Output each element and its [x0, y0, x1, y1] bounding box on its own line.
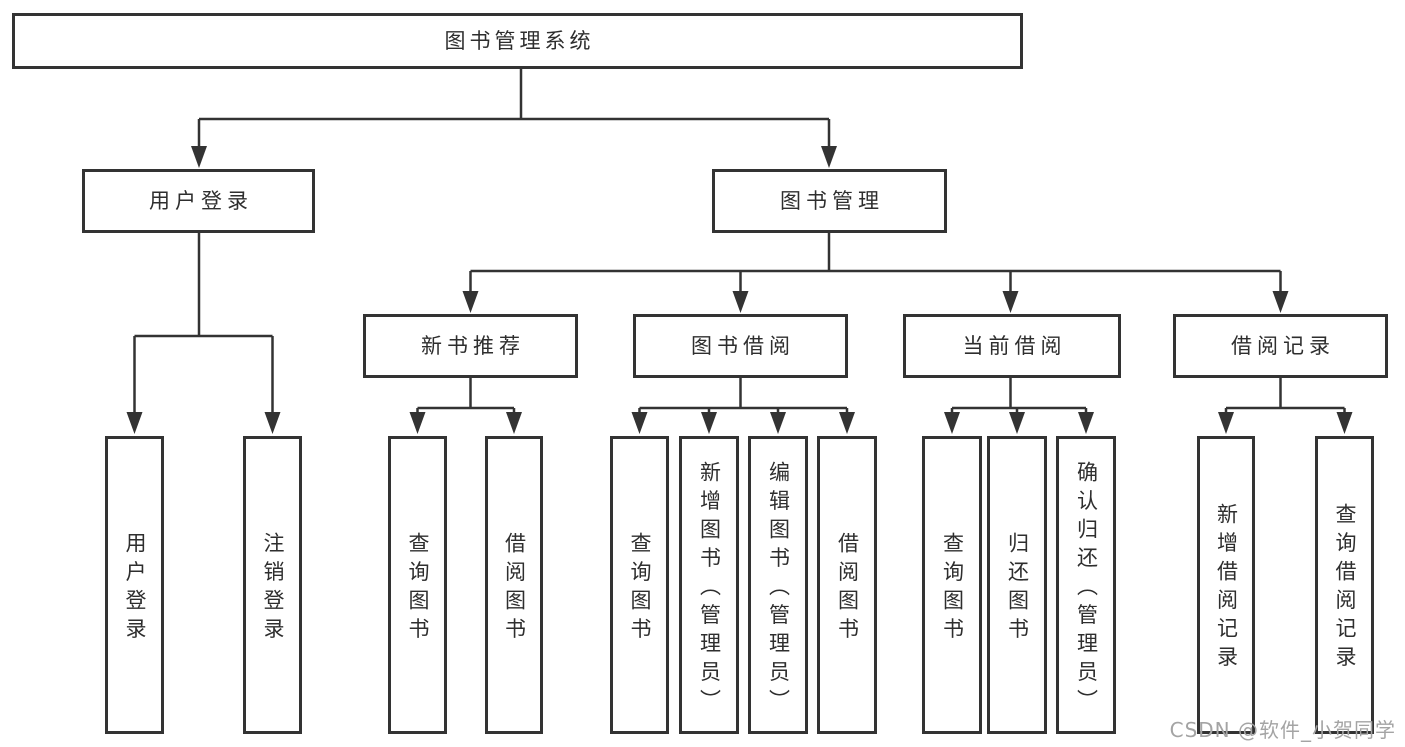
leaf-label: 查询图书	[628, 531, 652, 646]
leaf-label: 新增图书（管理员）	[697, 460, 722, 718]
leaf-query-books-recommend: 查询图书	[388, 436, 447, 734]
leaf-add-borrow-record: 新增借阅记录	[1197, 436, 1255, 734]
node-new-book-recommend: 新书推荐	[363, 314, 578, 378]
leaf-add-books-admin: 新增图书（管理员）	[679, 436, 739, 734]
node-library-system: 图书管理系统	[12, 13, 1023, 69]
leaf-label: 注销登录	[261, 531, 285, 646]
leaf-query-books-borrowing: 查询图书	[610, 436, 669, 734]
arrowheads	[126, 146, 1353, 434]
node-book-management: 图书管理	[712, 169, 947, 233]
node-current-borrowing: 当前借阅	[903, 314, 1121, 378]
node-label: 图书借阅	[691, 333, 795, 358]
leaf-borrow-books-recommend: 借阅图书	[485, 436, 543, 734]
node-borrow-records: 借阅记录	[1173, 314, 1388, 378]
leaf-label: 确认归还（管理员）	[1074, 460, 1099, 718]
node-label: 图书管理系统	[444, 28, 595, 53]
leaf-label: 查询图书	[406, 531, 430, 646]
leaf-label: 借阅图书	[502, 531, 527, 646]
leaf-logout: 注销登录	[243, 436, 302, 734]
leaf-label: 新增借阅记录	[1214, 503, 1239, 675]
leaf-confirm-return-admin: 确认归还（管理员）	[1056, 436, 1116, 734]
csdn-watermark: CSDN @软件_小贺同学	[1169, 718, 1396, 742]
node-label: 用户登录	[149, 188, 253, 213]
leaf-query-books-current: 查询图书	[922, 436, 982, 734]
leaf-user-login: 用户登录	[105, 436, 164, 734]
node-user-login: 用户登录	[82, 169, 315, 233]
leaf-label: 借阅图书	[835, 531, 860, 646]
node-label: 新书推荐	[421, 333, 525, 358]
leaf-label: 用户登录	[123, 531, 147, 646]
leaf-edit-books-admin: 编辑图书（管理员）	[748, 436, 808, 734]
node-label: 图书管理	[780, 188, 884, 213]
leaf-query-borrow-record: 查询借阅记录	[1315, 436, 1374, 734]
node-label: 借阅记录	[1231, 333, 1335, 358]
leaf-label: 编辑图书（管理员）	[766, 460, 791, 718]
leaf-label: 查询借阅记录	[1333, 503, 1357, 675]
leaf-label: 归还图书	[1005, 531, 1030, 646]
leaf-label: 查询图书	[940, 531, 965, 646]
node-book-borrowing: 图书借阅	[633, 314, 848, 378]
leaf-return-books: 归还图书	[987, 436, 1047, 734]
node-label: 当前借阅	[962, 333, 1067, 358]
leaf-borrow-books: 借阅图书	[817, 436, 877, 734]
